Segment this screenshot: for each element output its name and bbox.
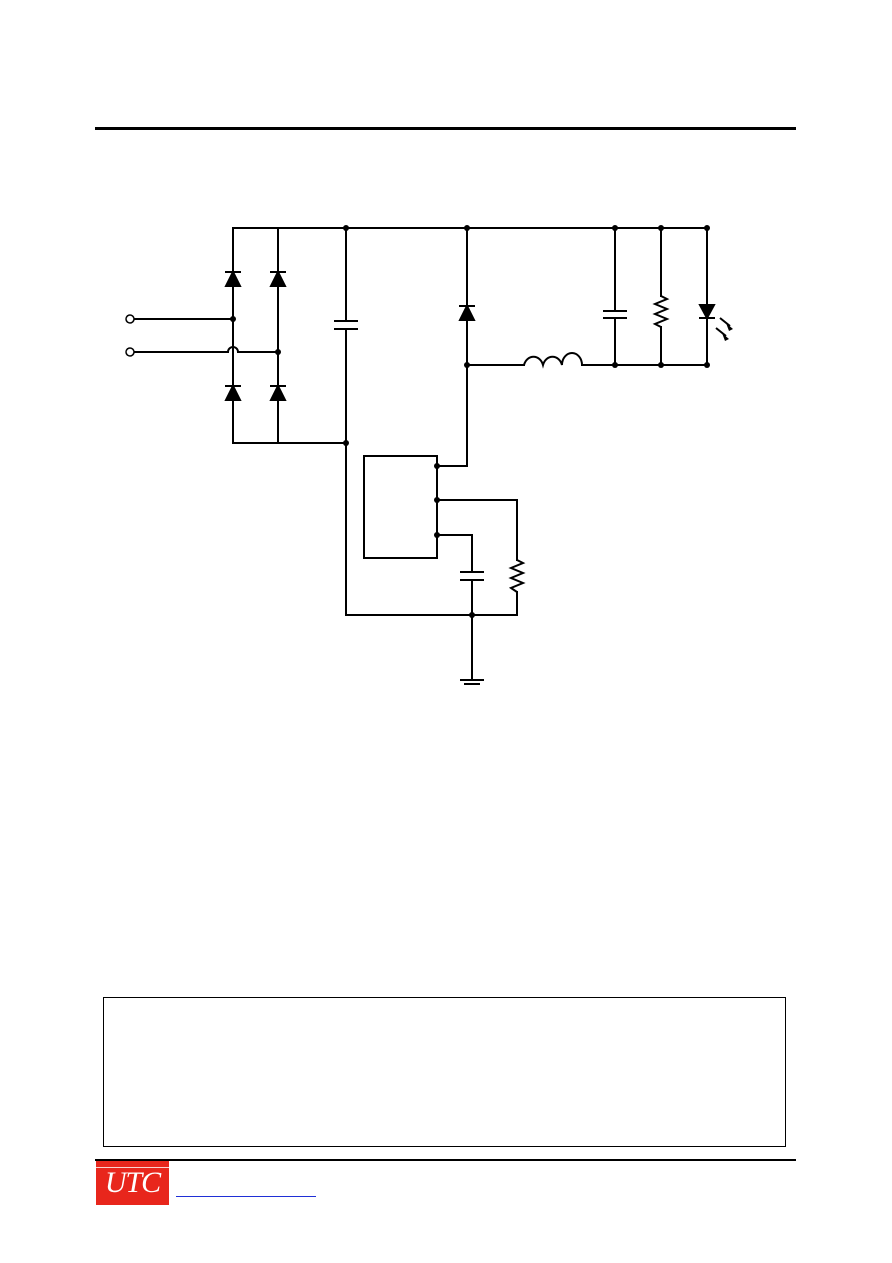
website-link[interactable] bbox=[176, 1196, 316, 1197]
disclaimer-box bbox=[103, 997, 786, 1147]
logo-text: UTC bbox=[104, 1166, 161, 1199]
utc-logo: UTC bbox=[96, 1161, 169, 1205]
footer-rule bbox=[95, 1159, 796, 1161]
logo-stripe bbox=[96, 1167, 169, 1168]
input-terminals bbox=[125, 314, 135, 357]
header-rule bbox=[95, 127, 796, 130]
junction-dots bbox=[230, 225, 710, 618]
led-symbol bbox=[698, 304, 731, 337]
inductor-coil bbox=[523, 352, 583, 369]
